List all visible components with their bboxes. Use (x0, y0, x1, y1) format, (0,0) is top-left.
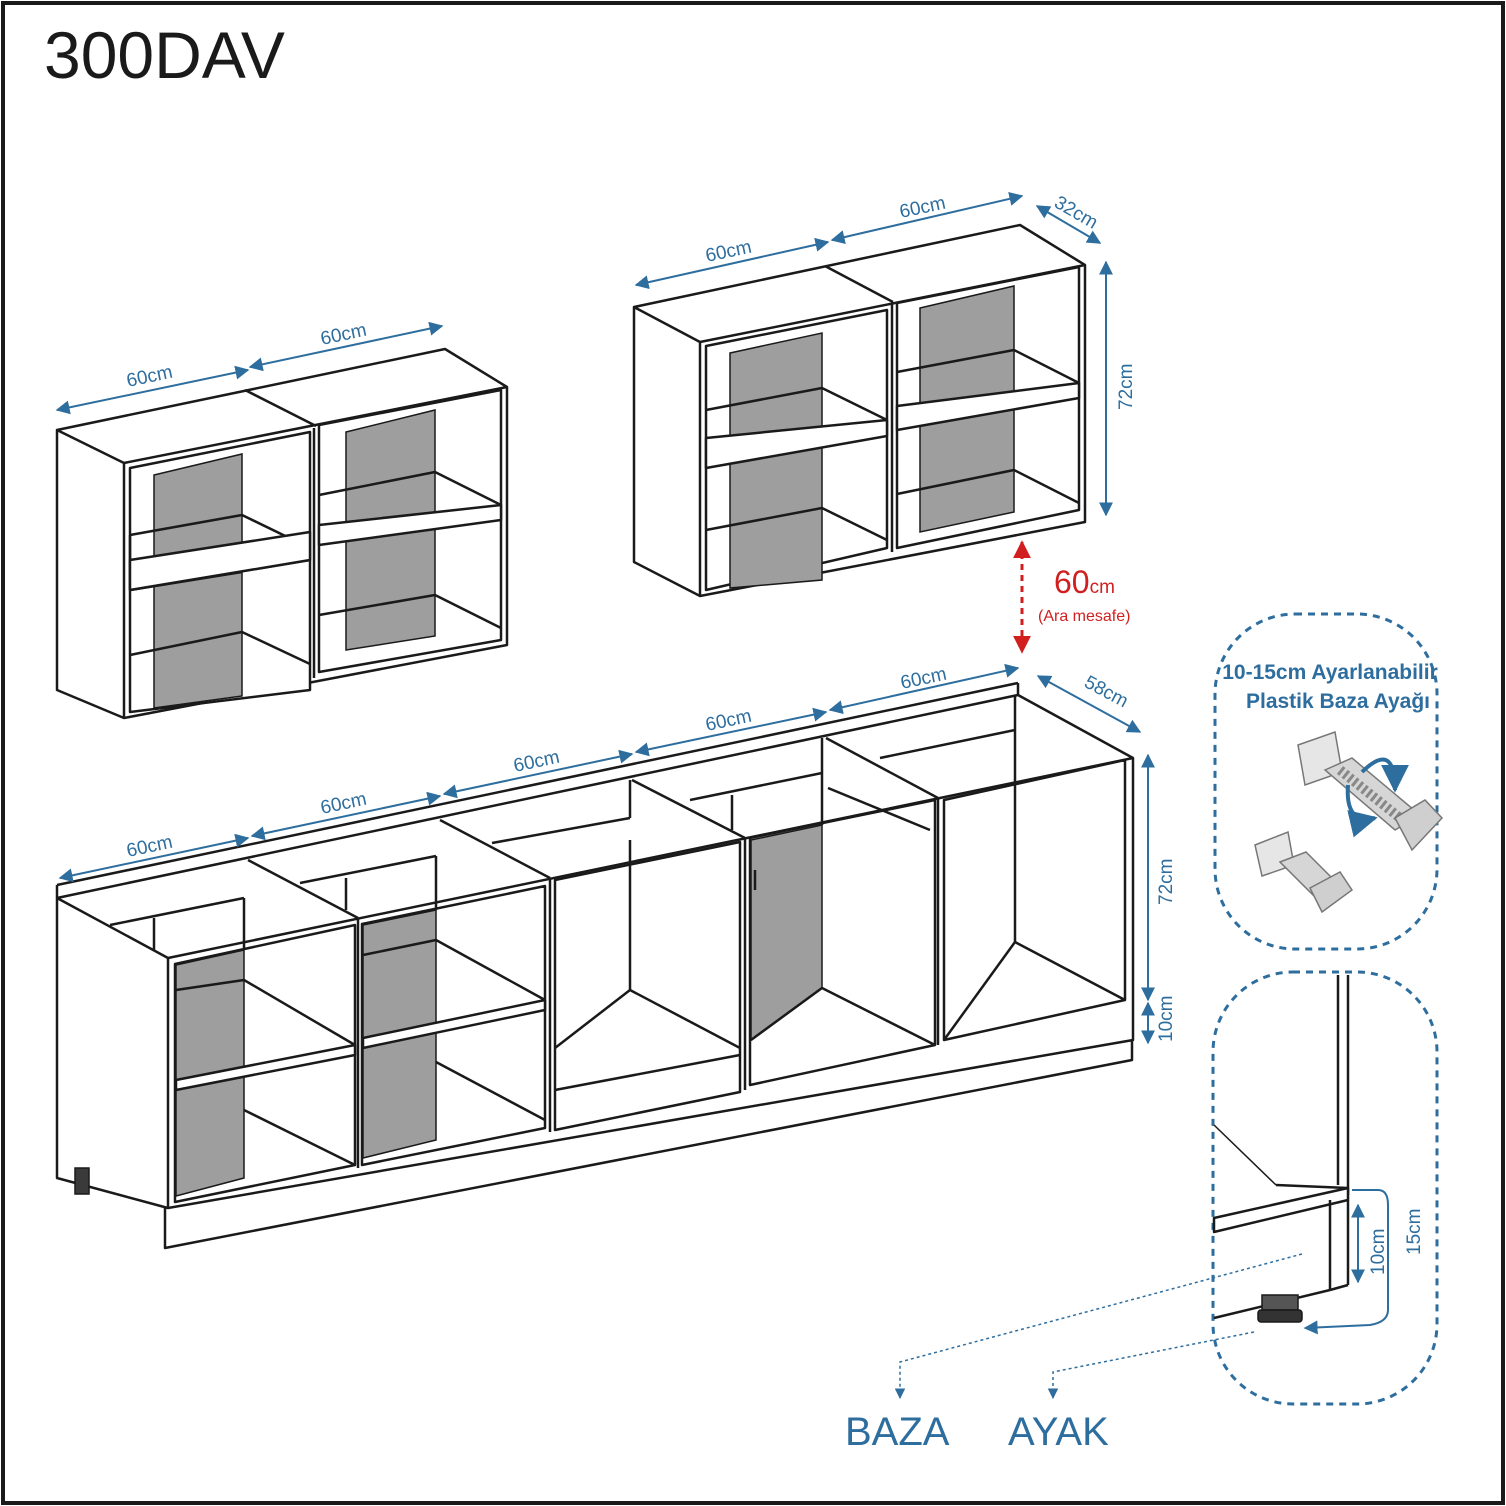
adjustable-leg-large-icon (1297, 730, 1444, 852)
base-depth: 58cm (1081, 672, 1132, 712)
adjustable-leg-small-icon (1254, 830, 1354, 914)
legs-callout-line1: 10-15cm Ayarlanabilir (1222, 661, 1438, 684)
gap-marker: 60cm (Ara mesafe) (1013, 540, 1130, 654)
base-height: 72cm (1156, 859, 1177, 905)
plinth-detail-callout: 10cm 15cm (894, 970, 1439, 1406)
gap-note: (Ara mesafe) (1038, 608, 1130, 625)
page-title: 300DAV (44, 18, 285, 92)
wall-right-depth: 32cm (1051, 192, 1102, 233)
wall-left-width-2: 60cm (319, 320, 369, 350)
legs-callout-line2: Plastik Baza Ayağı (1246, 690, 1430, 713)
base-cabinets (55, 681, 1135, 1250)
base-width-3: 60cm (512, 747, 562, 777)
legs-callout: 10-15cm Ayarlanabilir Plastik Baza Ayağı (1213, 612, 1444, 951)
base-width-4: 60cm (704, 706, 754, 736)
gap-value: 60 (1054, 564, 1090, 600)
wall-right-width-2: 60cm (898, 193, 948, 223)
ayak-label: AYAK (1008, 1410, 1109, 1454)
wall-cabinet-left (55, 347, 509, 720)
gap-unit: cm (1090, 577, 1115, 598)
wall-left-dimensions: 60cm 60cm (55, 320, 444, 415)
base-width-1: 60cm (125, 832, 175, 862)
base-width-2: 60cm (319, 789, 369, 819)
wall-right-height: 72cm (1116, 364, 1137, 410)
base-width-5: 60cm (899, 664, 949, 694)
svg-text:60cm: 60cm (1054, 564, 1115, 600)
detail-max-height: 15cm (1404, 1209, 1425, 1255)
baza-label: BAZA (845, 1410, 950, 1454)
detail-plinth-height: 10cm (1368, 1229, 1389, 1275)
base-plinth-height: 10cm (1156, 996, 1177, 1042)
wall-cabinet-right (632, 223, 1087, 598)
wall-right-width-1: 60cm (704, 237, 754, 267)
